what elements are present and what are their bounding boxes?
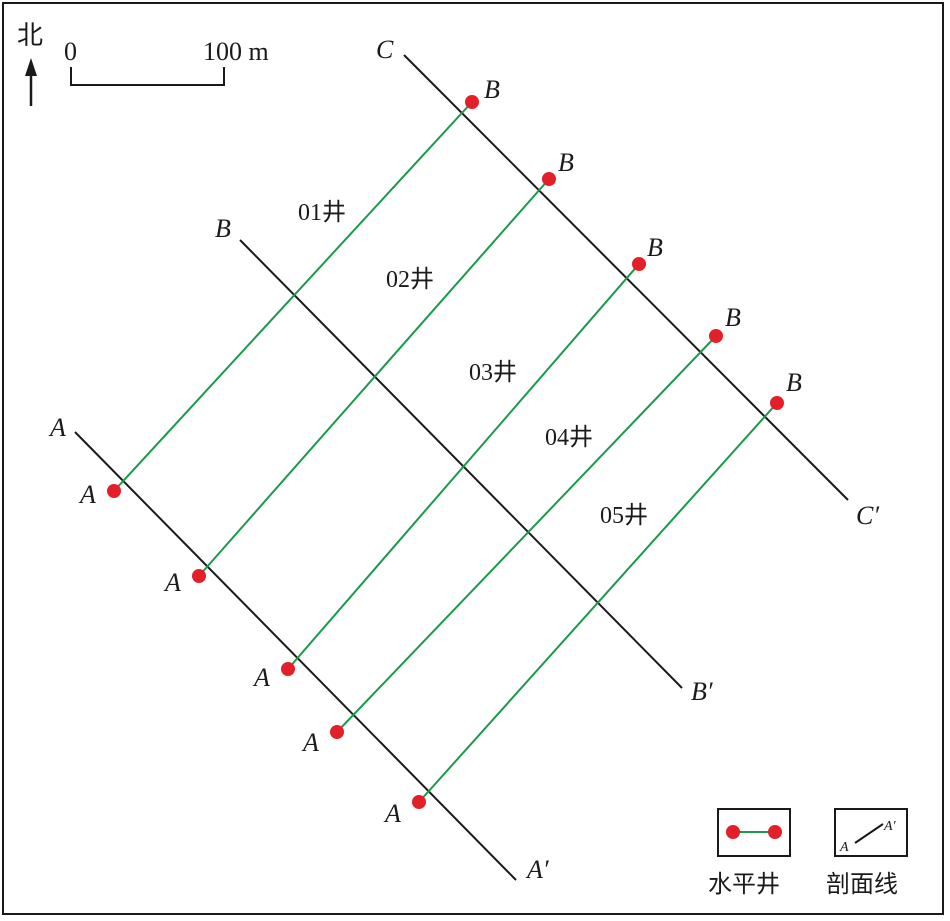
scale-bar-line [70, 67, 225, 86]
well-name-label: 05井 [600, 502, 648, 529]
section-line-b [239, 239, 683, 689]
north-arrow: 北 [17, 21, 43, 106]
well-path [336, 335, 717, 733]
well-toe-dot [709, 329, 723, 343]
well-path [198, 178, 550, 577]
well-toe-label: B [558, 148, 574, 177]
well-05: A B 05井 [383, 368, 802, 828]
well-04: A B 04井 [301, 303, 741, 757]
well-toe-label: B [725, 303, 741, 332]
well-path [418, 402, 778, 803]
well-toe-dot [770, 396, 784, 410]
well-heel-dot [412, 795, 426, 809]
well-toe-label: B [786, 368, 802, 397]
section-a-end-label: A′ [525, 855, 549, 884]
well-heel-label: A [78, 480, 96, 509]
well-03: A B 03井 [252, 233, 663, 692]
well-heel-dot [192, 569, 206, 583]
well-name-label: 04井 [545, 424, 593, 451]
section-c-end-label: C′ [856, 501, 879, 530]
well-heel-label: A [301, 728, 319, 757]
well-toe-label: B [484, 75, 500, 104]
legend-section-end: A′ [883, 819, 897, 834]
well-02: A B 02井 [163, 148, 574, 597]
well-heel-label: A [252, 663, 270, 692]
legend-section-line: A A′ 剖面线 [826, 808, 908, 898]
well-heel-dot [107, 484, 121, 498]
well-name-label: 02井 [386, 266, 434, 293]
north-label: 北 [17, 21, 43, 50]
section-b-start-label: B [215, 214, 231, 243]
legend-section-line-label: 剖面线 [826, 871, 898, 898]
legend: 水平井 A A′ 剖面线 [708, 808, 908, 898]
well-toe-dot [465, 95, 479, 109]
well-name-label: 01井 [298, 199, 346, 226]
well-path [287, 263, 640, 670]
north-arrow-head [25, 58, 37, 76]
well-heel-dot [330, 725, 344, 739]
legend-box [834, 808, 908, 857]
well-name-label: 03井 [469, 359, 517, 386]
section-b-end-label: B′ [691, 677, 713, 706]
well-heel-label: A [383, 799, 401, 828]
legend-section-start: A [839, 840, 849, 855]
legend-well-dot [768, 825, 782, 839]
legend-horizontal-well-label: 水平井 [708, 871, 780, 898]
section-line-a [74, 431, 517, 881]
well-toe-dot [632, 257, 646, 271]
well-01: A B 01井 [78, 75, 500, 509]
legend-horizontal-well: 水平井 [708, 808, 791, 898]
well-toe-dot [542, 172, 556, 186]
scale-bar: 0 100 m [64, 37, 269, 86]
section-c-start-label: C [376, 35, 394, 64]
scale-start-label: 0 [64, 37, 77, 66]
scale-end-label: 100 m [203, 37, 269, 66]
section-a-start-label: A [48, 413, 66, 442]
well-toe-label: B [647, 233, 663, 262]
well-heel-label: A [163, 568, 181, 597]
legend-section-stroke [854, 823, 884, 844]
well-path [113, 101, 473, 492]
legend-well-dot [726, 825, 740, 839]
well-heel-dot [281, 662, 295, 676]
section-labels: A A′ B B′ C C′ [48, 35, 879, 884]
